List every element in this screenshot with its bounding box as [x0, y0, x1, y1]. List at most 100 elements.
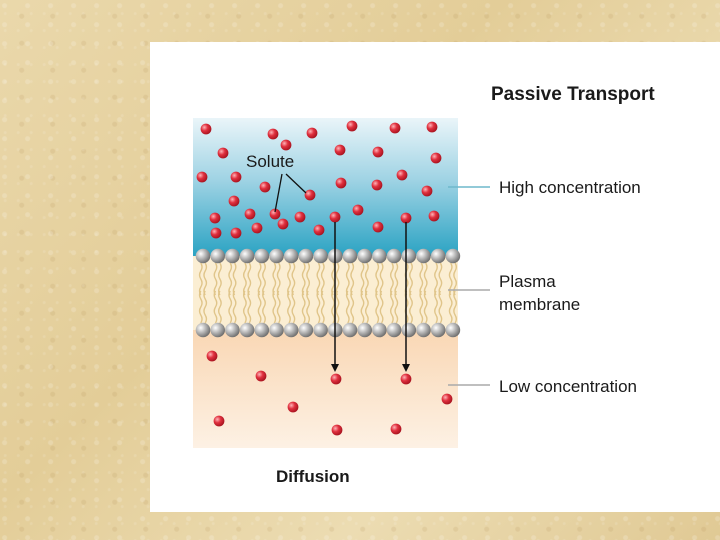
- solute-particle: [330, 373, 342, 385]
- phospholipid-head: [342, 248, 358, 264]
- lipid-tail: [335, 262, 340, 296]
- diagram-title: Passive Transport: [491, 84, 655, 105]
- lipid-tail: [360, 262, 365, 296]
- lipid-tail: [364, 262, 369, 296]
- high-concentration-label: High concentration: [499, 178, 641, 197]
- lipid-tail: [364, 290, 369, 324]
- solute-particle: [217, 147, 229, 159]
- phospholipid-head: [372, 322, 387, 338]
- solute-particle: [426, 121, 438, 133]
- phospholipid-head: [254, 248, 270, 264]
- solute-particle: [372, 146, 384, 158]
- solute-particle: [230, 227, 242, 239]
- lipid-tail: [232, 262, 237, 296]
- lipid-tail: [389, 290, 394, 324]
- solute-particle: [304, 189, 316, 201]
- phospholipid-head: [445, 322, 461, 338]
- solute-particle: [277, 218, 289, 230]
- solute-particle: [389, 122, 401, 134]
- solute-particles: [196, 120, 453, 436]
- solute-particle: [255, 370, 267, 382]
- phospholipid-head: [313, 322, 328, 338]
- solute-particle: [441, 393, 453, 405]
- lipid-tail: [331, 262, 336, 296]
- solute-particle: [421, 185, 433, 197]
- solute-particle: [396, 169, 408, 181]
- solute-particle: [372, 221, 384, 233]
- solute-particle: [400, 212, 412, 224]
- low-concentration-label: Low concentration: [499, 377, 637, 396]
- lipid-tail: [379, 290, 384, 324]
- solute-pointer-1: [274, 173, 283, 213]
- lipid-tail: [345, 290, 350, 324]
- solute-particle: [200, 123, 212, 135]
- lipid-tail: [438, 262, 443, 296]
- lipid-tail: [438, 290, 443, 324]
- lipid-tail: [203, 290, 208, 324]
- lipid-tail: [287, 262, 291, 296]
- lipid-tail: [301, 290, 306, 324]
- diagram-panel: Passive Transport Solute High concentrat…: [150, 42, 720, 512]
- solute-particle: [196, 171, 208, 183]
- phospholipid-head: [386, 248, 402, 264]
- solute-particle: [352, 204, 364, 216]
- membrane-label: membrane: [499, 295, 580, 314]
- plasma-label: Plasma: [499, 272, 556, 291]
- lipid-tail: [257, 290, 262, 324]
- lipid-tail: [213, 262, 218, 296]
- solute-particle: [206, 350, 218, 362]
- lipid-tail: [316, 290, 321, 324]
- lipid-tail: [434, 290, 438, 324]
- lipid-tail: [345, 262, 350, 296]
- phospholipid-head: [210, 248, 225, 264]
- solute-particle: [346, 120, 358, 132]
- solute-particle: [430, 152, 442, 164]
- lipid-tail: [228, 262, 233, 296]
- solute-particle: [251, 222, 263, 234]
- phospholipid-head: [445, 248, 461, 264]
- solute-particle: [267, 128, 279, 140]
- lipid-tail: [419, 262, 424, 296]
- phospholipid-head: [298, 248, 314, 264]
- solute-particle: [210, 227, 222, 239]
- lipid-tail: [453, 290, 458, 324]
- phospholipid-head: [430, 322, 446, 338]
- lipid-tail: [276, 262, 281, 296]
- lipid-tail: [272, 262, 277, 296]
- solute-pointer-2: [285, 173, 307, 194]
- lipid-tail: [375, 290, 380, 324]
- solute-particle: [331, 424, 343, 436]
- solute-particle: [390, 423, 402, 435]
- solute-particle: [287, 401, 299, 413]
- passive-transport-diagram: Passive Transport Solute High concentrat…: [193, 84, 655, 486]
- lipid-tail: [198, 262, 203, 296]
- lipid-tail: [350, 262, 355, 296]
- plasma-membrane-region: [193, 256, 458, 330]
- phospholipid-head: [210, 322, 225, 338]
- lipid-tail: [316, 262, 321, 296]
- lipid-tail: [423, 290, 428, 324]
- phospholipid-head: [239, 322, 255, 338]
- lipid-tail: [247, 262, 252, 296]
- lipid-tail: [203, 262, 208, 296]
- solute-particle: [230, 171, 242, 183]
- lipid-tail: [272, 290, 277, 324]
- phospholipid-head: [357, 248, 373, 264]
- phospholipid-head: [401, 248, 417, 264]
- lipid-tail: [394, 262, 399, 296]
- lipid-tail: [306, 290, 311, 324]
- solute-particle: [334, 144, 346, 156]
- lipid-tail: [257, 262, 262, 296]
- lipid-tail: [419, 290, 424, 324]
- lipid-tail: [394, 290, 399, 324]
- lipid-tail: [375, 262, 380, 296]
- lipid-tail: [228, 290, 233, 324]
- solute-particle: [400, 373, 412, 385]
- phospholipid-head: [239, 248, 255, 264]
- phospholipid-head: [313, 248, 328, 264]
- low-concentration-region: [193, 330, 458, 448]
- solute-particle: [280, 139, 292, 151]
- lipid-tail: [291, 262, 296, 296]
- lipid-tail: [331, 290, 336, 324]
- phospholipid-head: [195, 322, 211, 338]
